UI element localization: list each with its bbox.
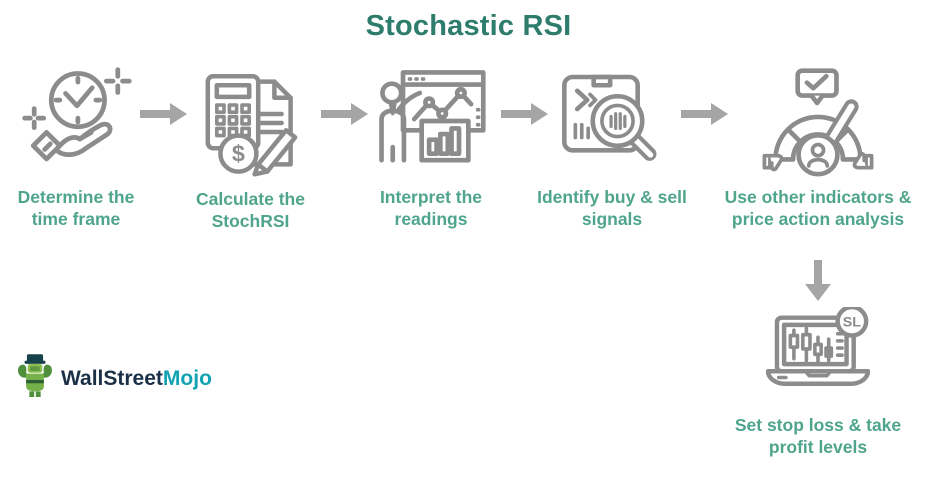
- clock-in-hand-icon: [19, 58, 133, 184]
- step-calculate-stochrsi: $ Calculate the StochRSI: [178, 60, 323, 233]
- gauge-review-icon: [757, 58, 879, 184]
- flow-arrow-right-2: [321, 103, 369, 130]
- step-label: Interpret the readings: [379, 187, 483, 230]
- presenter-chart-icon: [375, 58, 487, 184]
- step-label: Identify buy & sell signals: [537, 187, 687, 230]
- laptop-stoploss-icon: SL: [759, 302, 877, 402]
- step-label: Set stop loss & take profit levels: [734, 415, 902, 458]
- calculator-document-icon: $: [197, 60, 305, 186]
- step-other-indicators: Use other indicators & price action anal…: [712, 58, 924, 231]
- step-interpret-readings: Interpret the readings: [356, 58, 506, 231]
- step-label: Calculate the StochRSI: [196, 189, 305, 232]
- step-identify-signals: Identify buy & sell signals: [528, 58, 696, 231]
- step-stop-loss-take-profit: SL Set stop loss & take profit levels: [712, 302, 924, 459]
- sl-badge-label: SL: [843, 314, 862, 330]
- wallstreetmojo-mascot-icon: [14, 352, 56, 405]
- flow-arrow-right-4: [681, 103, 729, 130]
- logo-text-secondary: Mojo: [162, 366, 212, 390]
- logo-text-primary: WallStreet: [61, 366, 163, 390]
- dollar-glyph: $: [231, 141, 244, 167]
- flow-arrow-right-1: [140, 103, 188, 130]
- box-magnifier-icon: [557, 58, 667, 184]
- page-title: Stochastic RSI: [365, 10, 572, 42]
- step-label: Determine the time frame: [17, 187, 135, 230]
- flow-arrow-down: [805, 260, 831, 307]
- step-label: Use other indicators & price action anal…: [724, 187, 912, 230]
- logo-wordmark: WallStreetMojo: [61, 367, 212, 391]
- step-determine-time-frame: Determine the time frame: [0, 58, 152, 231]
- flow-arrow-right-3: [501, 103, 549, 130]
- wallstreetmojo-logo: WallStreetMojo: [14, 352, 212, 405]
